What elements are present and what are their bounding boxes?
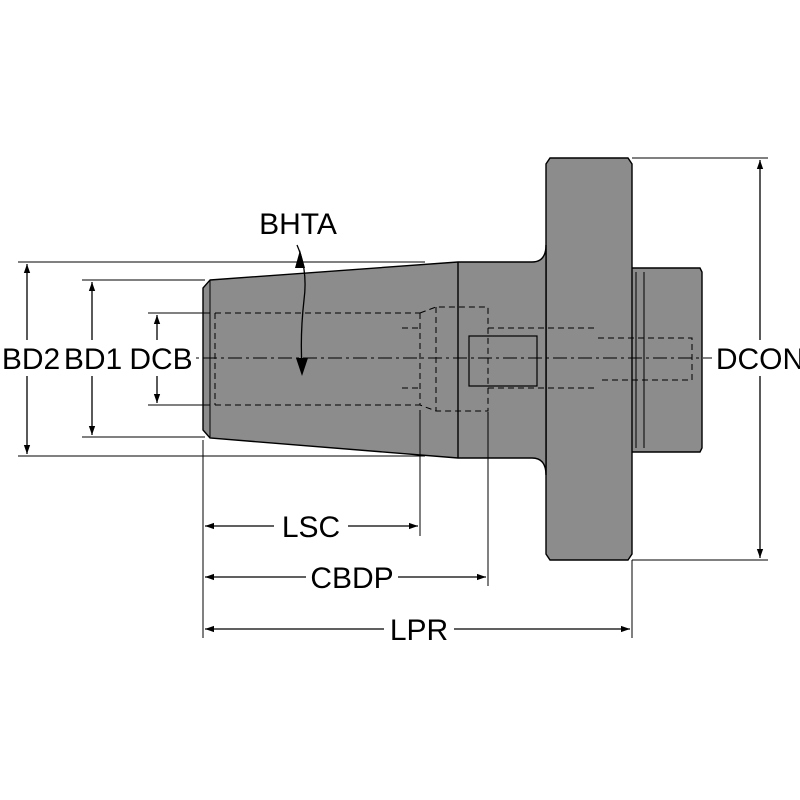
dcb-label: DCB bbox=[129, 343, 192, 376]
bhta-arrow-top bbox=[295, 250, 305, 268]
bd2-label: BD2 bbox=[2, 343, 60, 376]
step-hidden bbox=[402, 327, 420, 389]
lsc-label: LSC bbox=[282, 511, 340, 544]
cbdp-label-bg bbox=[306, 561, 398, 593]
labels: BHTA BD2 BD1 DCB DCON LSC CBDP LPR bbox=[2, 208, 800, 647]
extension-lines bbox=[18, 157, 768, 638]
rear-pilot bbox=[627, 267, 703, 453]
bd1-label-bg bbox=[64, 340, 122, 376]
lpr-label-bg bbox=[384, 613, 454, 645]
bd1-label: BD1 bbox=[64, 343, 122, 376]
lpr-label: LPR bbox=[390, 614, 448, 647]
bhta-arrow-bottom bbox=[296, 358, 308, 376]
cbdp-label: CBDP bbox=[310, 562, 393, 595]
bd2-label-bg bbox=[0, 340, 64, 376]
dcon-label: DCON bbox=[716, 343, 800, 376]
bhta-label: BHTA bbox=[259, 208, 337, 241]
rear-bore-hidden bbox=[598, 337, 693, 381]
hidden-lines bbox=[214, 306, 693, 412]
dcb-label-bg bbox=[130, 340, 192, 376]
lsc-label-bg bbox=[274, 510, 348, 542]
bolt-bore-hidden bbox=[488, 327, 598, 389]
bore-hidden bbox=[214, 312, 421, 406]
dcon-label-bg bbox=[718, 340, 800, 376]
flange bbox=[545, 157, 633, 561]
bolt-head-slot bbox=[468, 335, 538, 387]
tool-body bbox=[202, 157, 703, 561]
taper-shank bbox=[202, 244, 547, 476]
counterbore-hidden bbox=[419, 306, 489, 412]
